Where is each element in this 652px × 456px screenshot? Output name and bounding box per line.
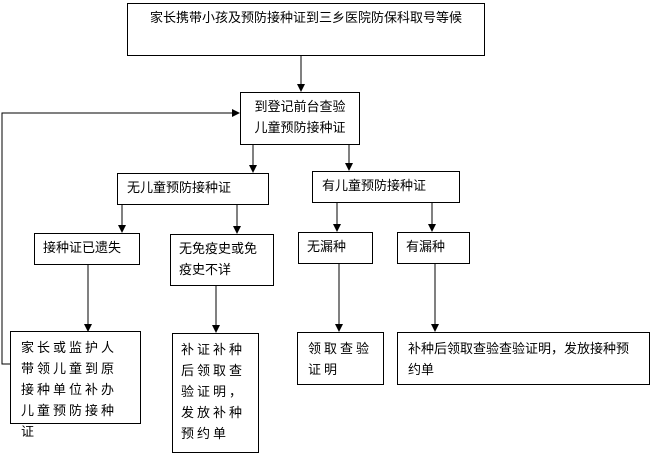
node-start: 家长携带小孩及预防接种证到三乡医院防保科取号等候 bbox=[127, 3, 485, 56]
node-has-cert-text: 有儿童预防接种证 bbox=[322, 179, 427, 194]
node-no-cert-text: 无儿童预防接种证 bbox=[127, 181, 232, 196]
node-get-proof: 领取查验证明 bbox=[297, 332, 384, 385]
node-no-missed-text: 无漏种 bbox=[307, 240, 347, 255]
node-missed: 有漏种 bbox=[397, 232, 470, 264]
node-reissue-text: 家长或监护人带领儿童到原接种单位补办儿童预防接种证 bbox=[21, 341, 118, 440]
node-get-proof-text: 领取查验证明 bbox=[308, 342, 373, 378]
node-missed-text: 有漏种 bbox=[406, 240, 446, 255]
node-has-cert: 有儿童预防接种证 bbox=[312, 171, 460, 203]
node-lost-text: 接种证已遗失 bbox=[43, 241, 122, 256]
node-missed-result-text: 补种后领取查验查验证明，发放接种预约单 bbox=[408, 342, 630, 378]
node-supplement: 补证补种后领取查验证明，发放补种预约单 bbox=[172, 333, 259, 453]
node-no-missed: 无漏种 bbox=[298, 232, 373, 264]
node-check-text: 到登记前台查验儿童预防接种证 bbox=[254, 100, 346, 136]
node-start-text: 家长携带小孩及预防接种证到三乡医院防保科取号等候 bbox=[149, 11, 462, 26]
node-lost: 接种证已遗失 bbox=[34, 233, 140, 265]
node-no-history-text: 无免疫史或免疫史不详 bbox=[179, 242, 258, 278]
node-check: 到登记前台查验儿童预防接种证 bbox=[240, 92, 360, 145]
node-no-cert: 无儿童预防接种证 bbox=[117, 173, 269, 205]
loop-back-arrow bbox=[1, 109, 240, 365]
node-no-history: 无免疫史或免疫史不详 bbox=[170, 234, 274, 286]
node-supplement-text: 补证补种后领取查验证明，发放补种预约单 bbox=[181, 343, 246, 442]
node-missed-result: 补种后领取查验查验证明，发放接种预约单 bbox=[397, 332, 650, 385]
node-reissue: 家长或监护人带领儿童到原接种单位补办儿童预防接种证 bbox=[10, 331, 141, 440]
